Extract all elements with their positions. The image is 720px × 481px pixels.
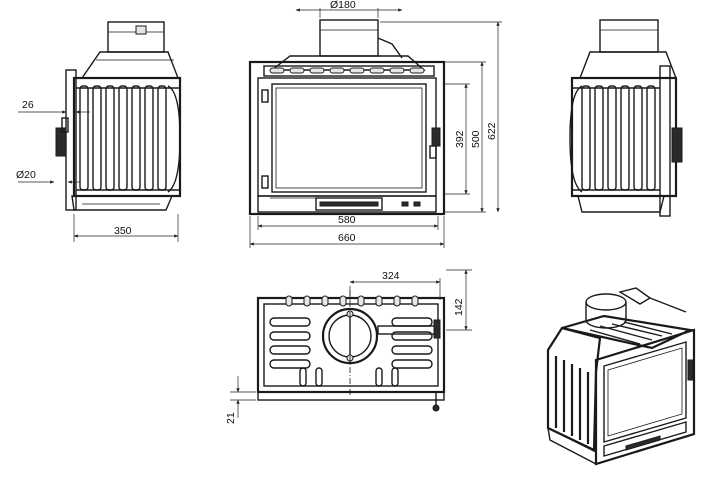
right-side-ribs [581,85,656,191]
top-view-fins [285,295,419,307]
dim-660: 660 [338,232,356,244]
left-side-view [55,21,182,211]
dim-350: 350 [114,225,132,237]
dim-392: 392 [454,130,466,148]
dim-21: 21 [225,412,237,424]
left-side-dimensions: 350 26 Ø20 [16,99,179,242]
dim-324: 324 [382,270,400,282]
dim-500: 500 [470,130,482,148]
dim-d180: Ø180 [330,0,356,11]
isometric-view [546,287,696,466]
top-view [256,295,446,412]
top-view-dimensions: 324 142 21 [225,269,472,424]
front-view-dimensions: Ø180 580 660 392 500 622 [249,0,502,248]
isometric-side-ribs [554,356,590,444]
dim-142: 142 [453,298,465,316]
left-side-ribs [79,85,167,191]
dim-d20: Ø20 [16,169,36,181]
front-top-slots [263,65,435,77]
dim-622: 622 [486,122,498,140]
front-view [248,19,446,216]
dim-26: 26 [22,99,34,111]
dim-580: 580 [338,214,356,226]
right-side-view [569,19,683,217]
